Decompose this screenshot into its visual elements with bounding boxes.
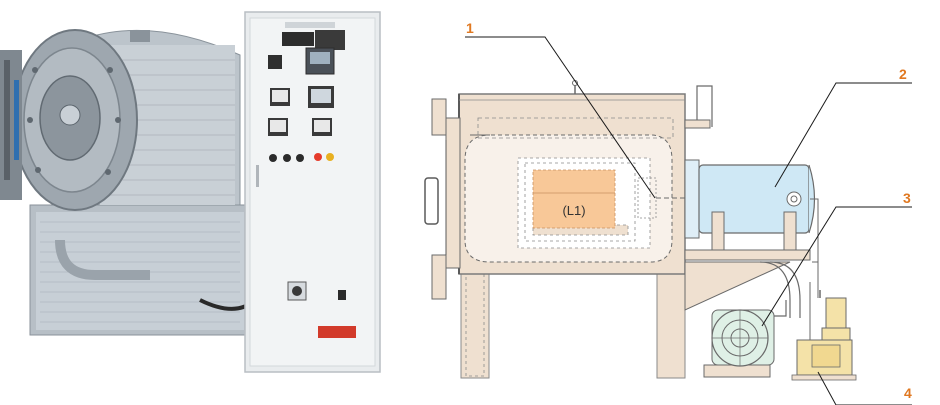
furnace-photo — [0, 11, 381, 373]
callout-3: 3 — [903, 190, 911, 206]
load-label: (L1) — [562, 203, 585, 218]
callout-1: 1 — [466, 20, 474, 36]
callout-2: 2 — [899, 66, 907, 82]
callout-4: 4 — [904, 385, 912, 401]
schematic-diagram: (L1) — [424, 20, 912, 405]
